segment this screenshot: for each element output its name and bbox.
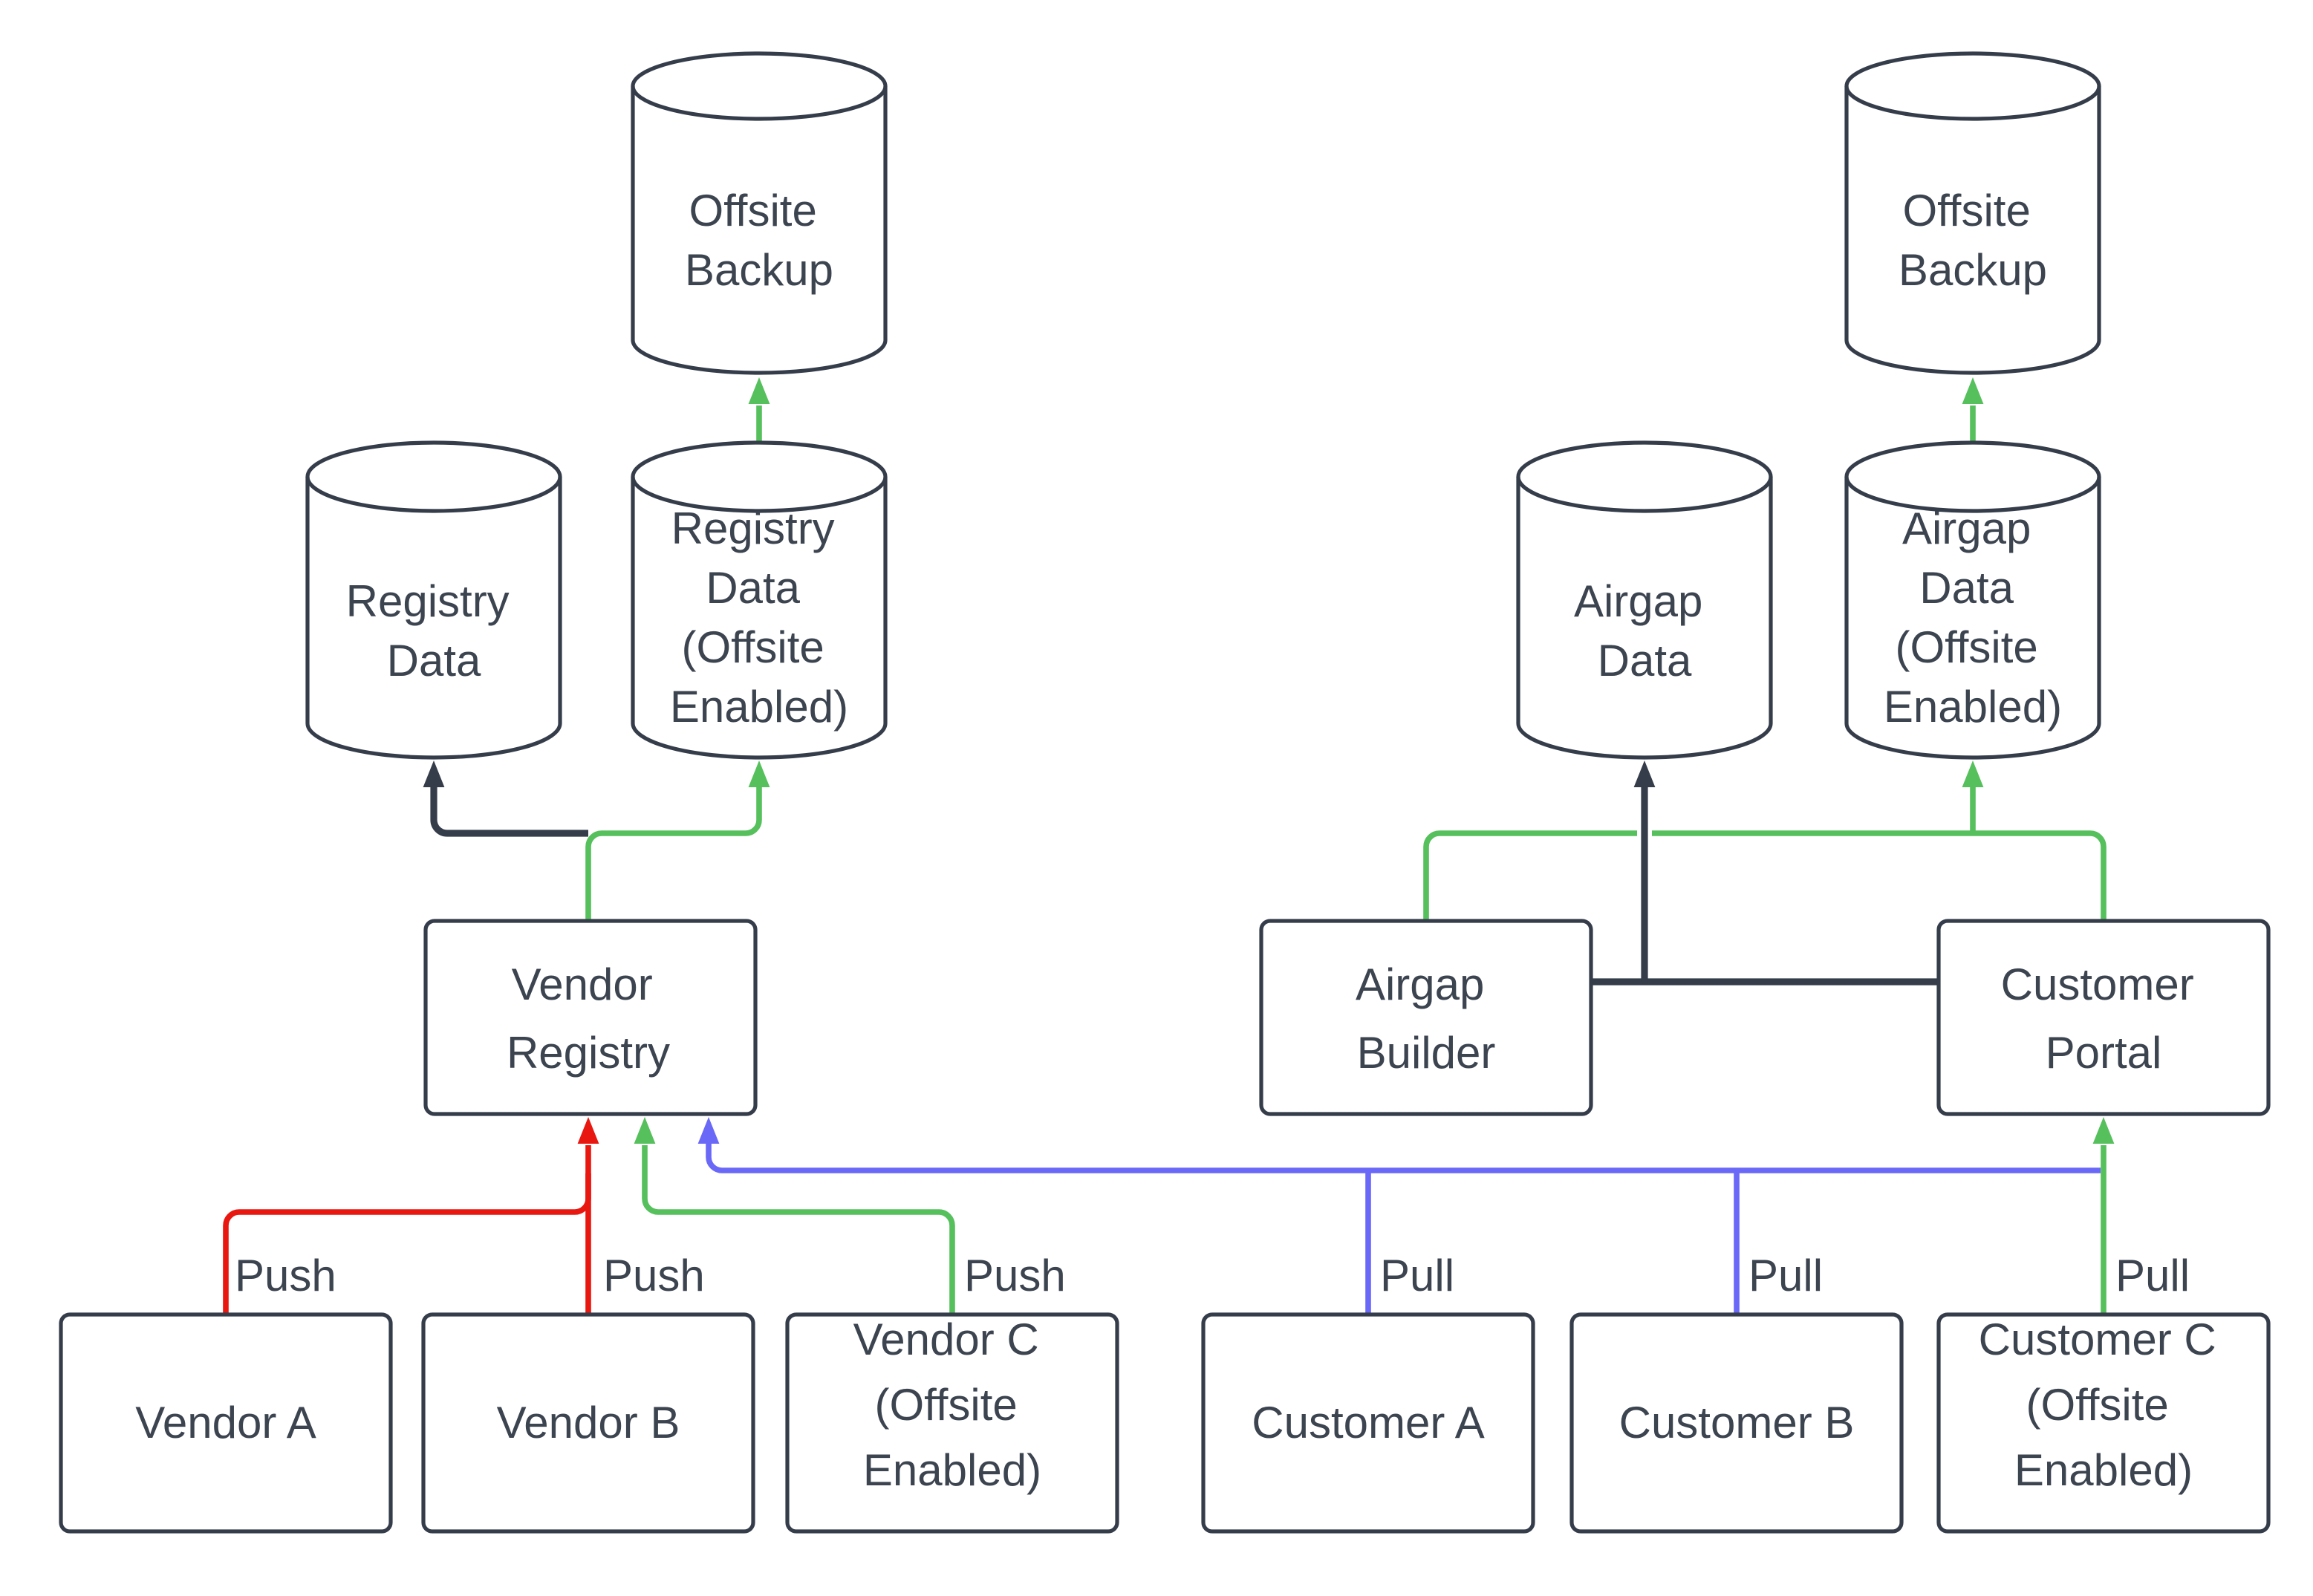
node-vendor-registry: Vendor Registry xyxy=(423,919,758,1116)
node-airgap-builder: Airgap Builder xyxy=(1259,919,1593,1116)
cylinder-offsite-backup-left: Offsite Backup xyxy=(631,51,888,375)
edge-vendor-b-push: Push xyxy=(577,1117,705,1315)
edge-vendor-c-push: Push xyxy=(634,1117,1066,1315)
arrowhead-up-icon xyxy=(423,760,445,787)
edge-label-push-c: Push xyxy=(964,1251,1066,1300)
node-label: Vendor Registry xyxy=(507,960,670,1078)
node-label: Customer B xyxy=(1619,1398,1855,1447)
cylinder-registry-data-offsite: Registry Data (Offsite Enabled) xyxy=(631,440,888,760)
node-customer-a: Customer A xyxy=(1201,1312,1535,1534)
edge-label-push-a: Push xyxy=(235,1251,336,1300)
node-customer-portal: Customer Portal xyxy=(1936,919,2271,1116)
arrowhead-up-icon xyxy=(577,1117,599,1144)
node-customer-b: Customer B xyxy=(1569,1312,1904,1534)
cylinder-label: Airgap Data (Offsite Enabled) xyxy=(1884,504,2062,732)
cylinder-airgap-data-offsite: Airgap Data (Offsite Enabled) xyxy=(1844,440,2101,760)
edge-vendor-registry-to-registry-data-offsite xyxy=(585,760,770,921)
edge-label-pull-a: Pull xyxy=(1380,1251,1454,1300)
node-vendor-b: Vendor B xyxy=(421,1312,755,1534)
node-label: Vendor B xyxy=(497,1398,680,1447)
arrowhead-up-icon xyxy=(748,760,770,787)
node-customer-c: Customer C (Offsite Enabled) xyxy=(1936,1312,2271,1534)
cylinder-label: Registry Data xyxy=(346,576,522,685)
edge-builder-portal-to-airgap-data xyxy=(1591,760,1939,986)
node-label: Airgap Builder xyxy=(1356,960,1497,1078)
arrowhead-up-icon xyxy=(2092,1117,2115,1144)
cylinder-label: Offsite Backup xyxy=(685,186,833,295)
cylinder-label: Registry Data (Offsite Enabled) xyxy=(670,504,848,732)
edge-customers-pull-rail: Pull Pull xyxy=(697,1117,2101,1315)
node-label: Customer Portal xyxy=(2001,960,2207,1078)
node-label: Customer C (Offsite Enabled) xyxy=(1979,1315,2229,1495)
node-label: Vendor A xyxy=(135,1398,316,1447)
edge-vendor-registry-to-registry-data xyxy=(423,760,588,837)
edge-vendor-a-push: Push xyxy=(223,1173,591,1315)
cylinder-label: Airgap Data xyxy=(1574,576,1715,685)
edge-label-pull-c: Pull xyxy=(2115,1251,2190,1300)
edge-label-push-b: Push xyxy=(603,1251,705,1300)
cylinder-label: Offsite Backup xyxy=(1899,186,2047,295)
edge-green-rail-to-airgap-data-offsite xyxy=(1962,760,1984,833)
arrowhead-up-icon xyxy=(1962,760,1984,787)
node-label: Customer A xyxy=(1252,1398,1484,1447)
node-vendor-a: Vendor A xyxy=(59,1312,393,1534)
edge-customer-c-pull: Pull xyxy=(2092,1117,2190,1315)
arrowhead-up-icon xyxy=(634,1117,656,1144)
edge-airgap-data-offsite-to-offsite-backup xyxy=(1962,377,1984,443)
arrowhead-up-icon xyxy=(1962,377,1984,404)
cylinder-registry-data: Registry Data xyxy=(305,440,562,760)
arrowhead-up-icon xyxy=(1633,760,1656,787)
node-label: Vendor C (Offsite Enabled) xyxy=(853,1315,1052,1495)
edge-label-pull-b: Pull xyxy=(1748,1251,1823,1300)
edge-airgap-builder-customer-portal-green-rail xyxy=(1423,830,2107,921)
arrowhead-up-icon xyxy=(697,1117,720,1144)
cylinder-airgap-data: Airgap Data xyxy=(1516,440,1773,760)
edge-registry-data-offsite-to-offsite-backup xyxy=(748,377,770,443)
cylinder-offsite-backup-right: Offsite Backup xyxy=(1844,51,2101,375)
node-vendor-c: Vendor C (Offsite Enabled) xyxy=(785,1312,1119,1534)
arrowhead-up-icon xyxy=(748,377,770,404)
